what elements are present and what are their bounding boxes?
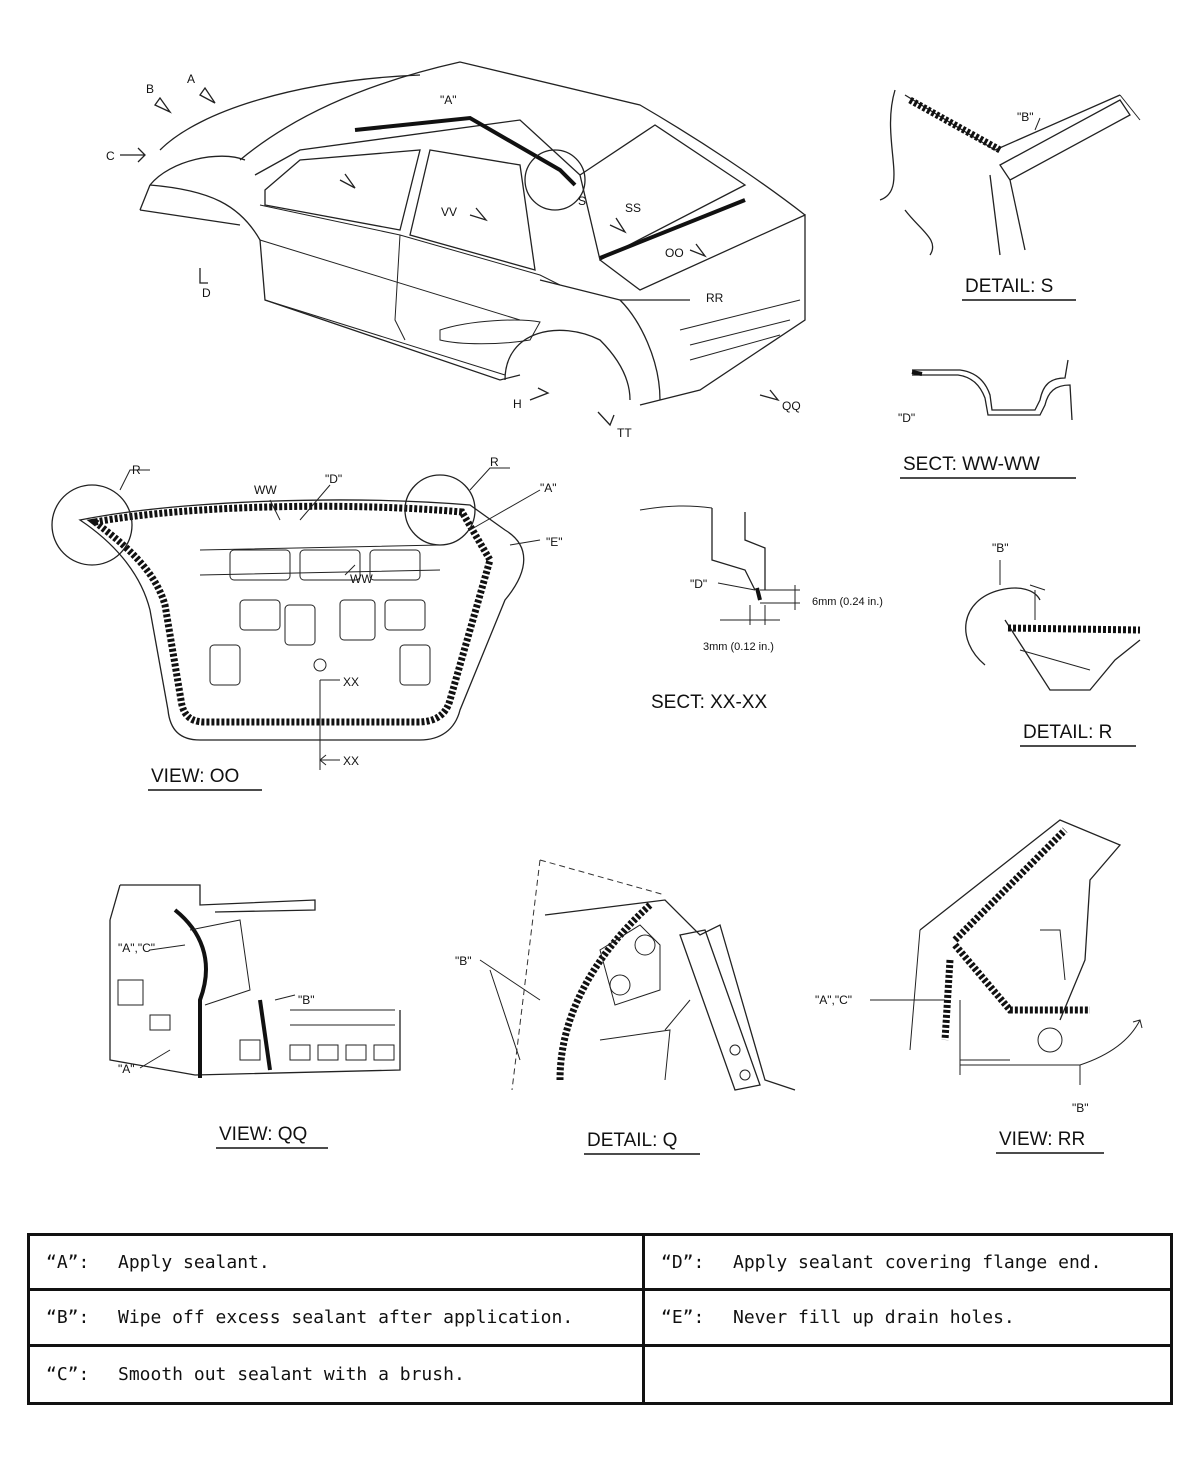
view-qq-drawing — [109, 884, 401, 1078]
legend-cell-empty — [642, 1346, 1170, 1402]
car-label-oo: OO — [665, 246, 684, 260]
detail-q-drawing — [479, 859, 796, 1091]
view-oo-label-ww-top: WW — [254, 483, 277, 497]
legend-text-b: Wipe off excess sealant after applicatio… — [118, 1306, 574, 1328]
view-oo-label-xx-mid: XX — [343, 675, 359, 689]
view-oo-drawing — [51, 467, 541, 770]
view-oo-label-e: "E" — [546, 535, 563, 549]
legend-key-e: “E”: — [661, 1306, 705, 1328]
sect-ww-drawing — [911, 359, 1073, 421]
view-qq-label-b: "B" — [298, 993, 315, 1007]
legend-text-c: Smooth out sealant with a brush. — [118, 1363, 465, 1385]
view-oo-label-xx-bot: XX — [343, 754, 359, 768]
view-rr-label-ac: "A","C" — [815, 993, 852, 1007]
caption-detail-q: DETAIL: Q — [587, 1130, 677, 1151]
legend-key-a: “A”: — [46, 1251, 90, 1273]
car-label-a: A — [187, 72, 195, 86]
legend-cell-e: “E”: Never fill up drain holes. — [642, 1291, 1170, 1347]
car-label-vv: VV — [441, 205, 457, 219]
view-rr-drawing — [870, 819, 1143, 1085]
detail-s-drawing — [879, 89, 1141, 256]
legend-text-a: Apply sealant. — [118, 1251, 270, 1273]
car-label-ss: SS — [625, 201, 641, 215]
view-oo-label-r-left: R — [132, 463, 141, 477]
car-body-drawing — [120, 61, 806, 427]
sect-xx-dim-3mm: 3mm (0.12 in.) — [703, 641, 774, 653]
legend-key-d: “D”: — [661, 1251, 705, 1273]
car-label-qq: QQ — [782, 399, 801, 413]
view-oo-label-a: "A" — [540, 481, 557, 495]
legend-text-e: Never fill up drain holes. — [733, 1306, 1015, 1328]
car-label-d: D — [202, 286, 211, 300]
caption-view-oo: VIEW: OO — [151, 766, 239, 787]
caption-view-rr: VIEW: RR — [999, 1129, 1085, 1150]
detail-q-label-b: "B" — [455, 954, 472, 968]
caption-sect-xx: SECT: XX-XX — [651, 692, 767, 713]
legend-key-b: “B”: — [46, 1306, 90, 1328]
view-oo-label-ww-mid: WW — [350, 572, 373, 586]
sealant-legend-table: “A”: Apply sealant. “D”: Apply sealant c… — [27, 1233, 1173, 1405]
caption-detail-r: DETAIL: R — [1023, 722, 1112, 743]
sect-xx-drawing — [639, 505, 800, 625]
car-label-s: S — [578, 194, 586, 208]
view-rr-label-b: "B" — [1072, 1101, 1089, 1115]
caption-view-qq: VIEW: QQ — [219, 1124, 307, 1145]
view-oo-label-d: "D" — [325, 472, 342, 486]
car-label-h: H — [513, 397, 522, 411]
view-qq-label-ac: "A","C" — [118, 941, 155, 955]
car-label-rr: RR — [706, 291, 724, 305]
legend-cell-c: “C”: Smooth out sealant with a brush. — [30, 1347, 642, 1402]
caption-sect-ww: SECT: WW-WW — [903, 454, 1040, 475]
legend-cell-a: “A”: Apply sealant. — [30, 1236, 642, 1292]
car-label-tt: TT — [617, 426, 632, 440]
caption-detail-s: DETAIL: S — [965, 276, 1053, 297]
legend-key-c: “C”: — [46, 1363, 90, 1385]
legend-text-d: Apply sealant covering flange end. — [733, 1251, 1102, 1273]
legend-cell-b: “B”: Wipe off excess sealant after appli… — [30, 1291, 642, 1347]
car-label-b: B — [146, 82, 154, 96]
detail-s-label-b: "B" — [1017, 110, 1034, 124]
sect-xx-dim-6mm: 6mm (0.24 in.) — [812, 596, 883, 608]
view-oo-label-r-right: R — [490, 455, 499, 469]
car-label-c: C — [106, 149, 115, 163]
legend-cell-d: “D”: Apply sealant covering flange end. — [642, 1236, 1170, 1292]
sect-xx-label-d: "D" — [690, 577, 707, 591]
sect-ww-label-d: "D" — [898, 411, 915, 425]
view-qq-label-a: "A" — [118, 1062, 135, 1076]
detail-r-drawing — [965, 560, 1141, 691]
detail-r-label-b: "B" — [992, 541, 1009, 555]
car-label-a-quote: "A" — [440, 93, 457, 107]
